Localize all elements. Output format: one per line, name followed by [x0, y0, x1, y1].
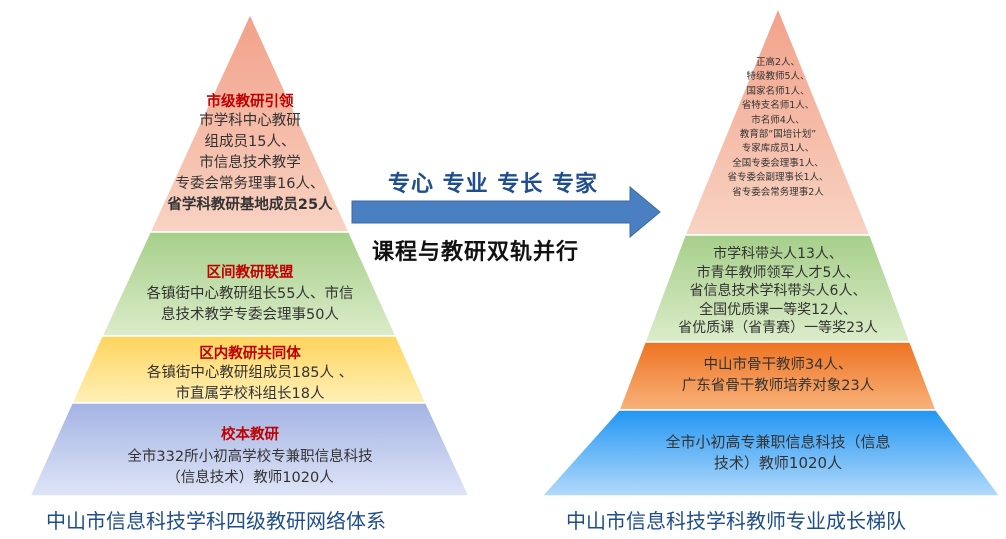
right-tier-1-line: 全国专委会理事1人、 — [732, 157, 824, 169]
left-tier-4-text: 全市332所小初高学校专兼职信息科技 （信息技术）教师1020人 — [70, 447, 430, 489]
left-tier-3-line: 各镇街中心教研组成员185人 、 — [146, 365, 354, 381]
left-tier-1-line: 市学科中心教研 — [199, 113, 301, 129]
left-tier-1-line: 省学科教研基地成员25人 — [167, 197, 333, 213]
left-tier-1-title: 市级教研引领 — [206, 94, 294, 110]
right-tier-1-line: 专家库成员1人、 — [741, 143, 815, 155]
right-tier-3-line: 广东省骨干教师培养对象23人 — [681, 378, 875, 394]
right-tier-4-line: 全市小初高专兼职信息科技（信息 — [665, 433, 891, 451]
right-tier-3-text: 中山市骨干教师34人、 广东省骨干教师培养对象23人 — [628, 355, 928, 397]
left-tier-4-shape — [28, 402, 471, 497]
right-tier-1-line: 特级教师5人、 — [746, 71, 810, 83]
right-tier-1-line: 正高2人、 — [755, 57, 801, 68]
left-tier-1-line: 市信息技术教学 — [199, 155, 301, 171]
right-tier-1-line: 省专委会常务理事2人 — [732, 186, 824, 198]
left-tier-2-line: 息技术教学专委会理事50人 — [161, 307, 339, 323]
right-tier-2-line: 全国优质课一等奖12人、 — [699, 301, 857, 318]
slogan-top: 专心 专业 专长 专家 — [388, 172, 598, 197]
right-tier-1-line: 国家名师1人、 — [746, 85, 810, 97]
left-tier-2-line: 各镇街中心教研组长55人、市信 — [146, 286, 354, 302]
left-tier-3-line: 市直属学校科组长18人 — [175, 386, 325, 402]
right-tier-1-line: 教育部“国培计划” — [739, 129, 817, 141]
slogan-bottom: 课程与教研双轨并行 — [372, 240, 580, 265]
right-tier-1-line: 市名师4人、 — [751, 114, 805, 126]
right-tier-2-text: 市学科带头人13人、 市青年教师领军人才5人、 省信息技术学科带头人6人、 全国… — [648, 245, 908, 338]
right-tier-4-shape — [540, 409, 1002, 497]
right-tier-3-line: 中山市骨干教师34人、 — [703, 357, 853, 373]
right-tier-2-line: 省优质课（省青赛）一等奖23人 — [678, 320, 878, 336]
right-tier-1-text: 正高2人、 特级教师5人、 国家名师1人、 省特支名师1人、 市名师4人、 教育… — [698, 56, 858, 200]
left-tier-3-title: 区内教研共同体 — [199, 346, 301, 362]
left-tier-4-line: （信息技术）教师1020人 — [166, 470, 334, 486]
left-tier-4-line: 全市332所小初高学校专兼职信息科技 — [127, 449, 373, 465]
left-tier-1-line: 组成员15人、 — [204, 134, 296, 150]
left-tier-1-line: 专委会常务理事16人、 — [175, 176, 325, 192]
left-tier-1-text: 市学科中心教研 组成员15人、 市信息技术教学 专委会常务理事16人、 省学科教… — [140, 111, 360, 216]
arrow-right-icon — [351, 185, 661, 239]
right-tier-2-line: 市青年教师领军人才5人、 — [696, 264, 860, 281]
left-caption: 中山市信息科技学科四级教研网络体系 — [46, 509, 386, 533]
left-tier-3-text: 各镇街中心教研组成员185人 、 市直属学校科组长18人 — [90, 363, 410, 405]
right-tier-1-line: 省特支名师1人、 — [741, 100, 815, 112]
right-tier-2-line: 市学科带头人13人、 — [713, 246, 843, 262]
right-tier-1-line: 省专委会副理事长1人、 — [727, 172, 829, 184]
right-tier-4-line: 技术）教师1020人 — [713, 454, 843, 472]
left-tier-4-title: 校本教研 — [221, 427, 279, 443]
right-caption: 中山市信息科技学科教师专业成长梯队 — [566, 509, 906, 533]
left-tier-2-title: 区间教研联盟 — [206, 265, 294, 281]
right-tier-4-text: 全市小初高专兼职信息科技（信息 技术）教师1020人 — [598, 432, 958, 474]
right-tier-2-line: 省信息技术学科带头人6人、 — [689, 283, 867, 299]
left-tier-2-text: 各镇街中心教研组长55人、市信 息技术教学专委会理事50人 — [110, 284, 390, 326]
